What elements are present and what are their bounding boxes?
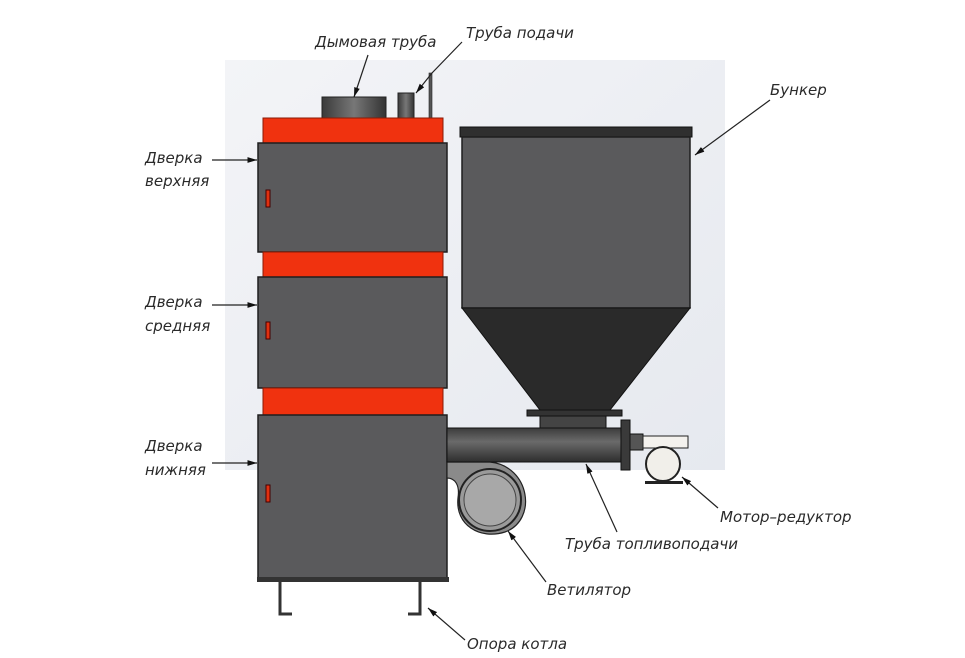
support-leg-right (408, 582, 422, 616)
lower-door (257, 414, 448, 579)
label-door-upper-2: верхняя (145, 172, 209, 190)
callouts: Дымовая труба Труба подачи Бункер Дверка… (144, 24, 852, 653)
bunker (459, 126, 693, 444)
pipe-flange (620, 419, 631, 471)
red-band-1 (262, 251, 444, 278)
bunker-body (461, 136, 691, 309)
motor-base (645, 481, 683, 484)
label-fan: Ветилятор (547, 581, 631, 599)
label-feed-pipe: Труба подачи (466, 24, 574, 42)
middle-door-handle (265, 321, 271, 340)
red-band-2 (262, 387, 444, 416)
support-leg-left (278, 582, 292, 616)
label-bunker: Бункер (770, 81, 827, 99)
label-door-middle-1: Дверка (144, 293, 203, 311)
label-boiler-support: Опора котла (467, 635, 567, 653)
red-band-top (262, 117, 444, 144)
pipe-shaft (629, 433, 644, 451)
label-door-upper-1: Дверка (144, 149, 203, 167)
fuel-feed-pipe (446, 427, 626, 463)
bunker-lid (459, 126, 693, 138)
feed-pipe-stub (397, 92, 415, 120)
motor-body (645, 446, 681, 482)
boiler-base (257, 577, 449, 582)
boiler (257, 72, 449, 616)
motor-reducer (642, 435, 689, 484)
label-door-lower-2: нижняя (145, 461, 206, 479)
upper-door (257, 142, 448, 253)
label-door-lower-1: Дверка (144, 437, 203, 455)
middle-door (257, 276, 448, 389)
upper-door-handle (265, 189, 271, 208)
fan (446, 461, 527, 535)
lower-door-handle (265, 484, 271, 503)
feed-pipe-rod (428, 72, 433, 120)
label-motor-reducer: Мотор–редуктор (720, 508, 852, 526)
chimney (321, 96, 387, 120)
label-fuel-feed-pipe: Труба топливоподачи (565, 535, 738, 553)
bunker-flange (526, 409, 623, 417)
label-door-middle-2: средняя (145, 317, 210, 335)
label-chimney: Дымовая труба (314, 33, 436, 51)
fan-inner (463, 473, 517, 527)
